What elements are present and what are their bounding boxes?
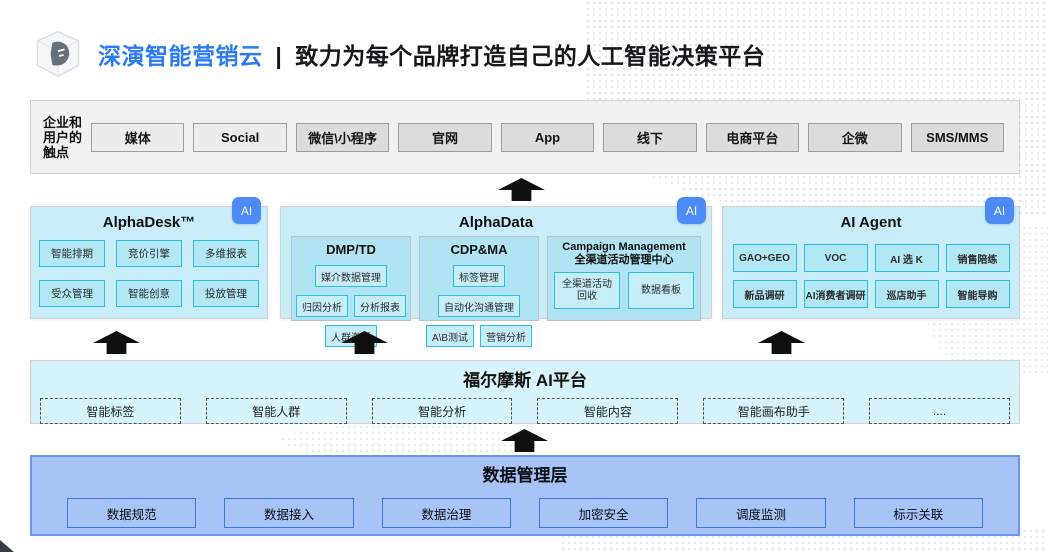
campaign-title-cn: 全渠道活动管理中心 [574,254,674,266]
panel-alphadata: AI AlphaData DMP/TD 媒介数据管理 归因分析 分析报表 人群激… [280,197,712,347]
up-arrow [498,178,545,201]
up-arrow [758,331,805,354]
dmp-td-grid: 媒介数据管理 归因分析 分析报表 人群激活 [292,265,410,347]
data-item-standards: 数据规范 [67,498,197,528]
dmp-item: 归因分析 [296,295,348,317]
corner-decoration [0,540,14,552]
alphadesk-item: 投放管理 [193,280,259,307]
cdp-item: 营销分析 [480,325,533,347]
subpanel-dmp-td: DMP/TD 媒介数据管理 归因分析 分析报表 人群激活 [291,236,411,347]
holmes-item-more: .... [869,398,1010,424]
alphadesk-item: 智能创意 [116,280,182,307]
ai-agent-grid: GAO+GEO VOC AI 选 K 销售陪练 新品调研 AI消费者调研 巡店助… [723,244,1019,308]
alphadesk-item: 受众管理 [39,280,105,307]
alphadata-subpanels: DMP/TD 媒介数据管理 归因分析 分析报表 人群激活 CDP&MA 标签管理… [281,236,711,347]
alphadata-title: AlphaData [458,214,534,231]
data-item-id-mapping: 标示关联 [853,498,983,528]
agent-item: AI 选 K [874,244,939,272]
campaign-item: 全渠道活动回收 [554,272,620,309]
data-management-layer: 数据管理层 数据规范 数据接入 数据治理 加密安全 调度监测 标示关联 [30,455,1020,536]
campaign-grid: 全渠道活动回收 数据看板 [548,272,700,309]
brand-logo-icon [36,30,80,78]
ai-badge: AI [232,197,261,224]
cdp-item: 标签管理 [453,265,505,287]
touchpoint-social: Social [193,122,287,152]
agent-item: 新品调研 [732,280,797,308]
agent-item: VOC [803,244,868,272]
holmes-capabilities-row: 智能标签 智能人群 智能分析 智能内容 智能画布助手 .... [31,398,1019,424]
touchpoints-label: 企业和用户的触点 [43,114,83,160]
touchpoint-wecom: 企微 [808,122,902,152]
data-item-governance: 数据治理 [381,498,511,528]
agent-item: 巡店助手 [874,280,939,308]
touchpoint-offline: 线下 [603,122,697,152]
touchpoint-ecommerce: 电商平台 [705,122,800,152]
holmes-item-smart-content: 智能内容 [537,398,679,424]
dmp-item: 分析报表 [354,295,406,317]
holmes-item-smart-tags: 智能标签 [40,398,181,424]
header: 深演智能营销云 | 致力为每个品牌打造自己的人工智能决策平台 [30,26,765,82]
alphadesk-grid: 智能排期 竞价引擎 多维报表 受众管理 智能创意 投放管理 [31,240,267,307]
touchpoints-row: 媒体 Social 微信\小程序 官网 App 线下 电商平台 企微 SMS/M… [85,122,1019,152]
cdp-ma-title: CDP&MA [450,242,508,257]
dmp-item: 媒介数据管理 [315,265,387,287]
holmes-item-smart-audience: 智能人群 [205,398,347,424]
alphadesk-item: 智能排期 [39,240,105,267]
brand-name: 深演智能营销云 [98,43,263,69]
touchpoint-wechat-miniprogram: 微信\小程序 [295,122,390,152]
holmes-ai-platform: 福尔摩斯 AI平台 智能标签 智能人群 智能分析 智能内容 智能画布助手 ...… [30,360,1020,424]
alphadesk-title: AlphaDesk™ [102,214,196,231]
ai-badge: AI [985,197,1014,224]
title-divider: | [275,43,283,69]
page-title: 深演智能营销云 | 致力为每个品牌打造自己的人工智能决策平台 [98,37,765,71]
holmes-title: 福尔摩斯 AI平台 [463,371,587,390]
ai-badge: AI [677,197,706,224]
campaign-title-en: Campaign Management [562,241,686,253]
data-layer-title: 数据管理层 [482,466,568,485]
panel-alphadesk: AI AlphaDesk™ 智能排期 竞价引擎 多维报表 受众管理 智能创意 投… [30,197,268,319]
campaign-item: 数据看板 [628,272,694,309]
agent-item: 智能导购 [945,280,1010,308]
cdp-ma-grid: 标签管理 自动化沟通管理 A\B测试 营销分析 [420,265,538,347]
touchpoints-bar: 企业和用户的触点 媒体 Social 微信\小程序 官网 App 线下 电商平台… [30,100,1020,174]
alphadesk-item: 多维报表 [193,240,259,267]
agent-item: GAO+GEO [732,244,797,272]
holmes-item-smart-analysis: 智能分析 [371,398,513,424]
subpanel-campaign-management: Campaign Management 全渠道活动管理中心 全渠道活动回收 数据… [547,236,701,321]
holmes-item-canvas-assistant: 智能画布助手 [703,398,845,424]
data-item-ingestion: 数据接入 [224,498,354,528]
touchpoint-official-site: 官网 [398,122,492,152]
dmp-td-title: DMP/TD [326,242,376,257]
data-item-encryption-security: 加密安全 [538,498,669,528]
panel-ai-agent: AI AI Agent GAO+GEO VOC AI 选 K 销售陪练 新品调研… [722,197,1020,319]
agent-item: 销售陪练 [945,244,1010,272]
ai-agent-title: AI Agent [840,214,902,231]
agent-item: AI消费者调研 [803,280,868,308]
cdp-item: 自动化沟通管理 [438,295,520,317]
touchpoint-app: App [500,122,595,152]
touchpoint-media: 媒体 [91,122,185,152]
subpanel-cdp-ma: CDP&MA 标签管理 自动化沟通管理 A\B测试 营销分析 [419,236,539,347]
tagline: 致力为每个品牌打造自己的人工智能决策平台 [295,43,766,69]
cdp-item: A\B测试 [425,325,475,347]
data-item-scheduling-monitoring: 调度监测 [696,498,826,528]
up-arrow [93,331,140,354]
dotted-map-texture [280,424,535,458]
data-layer-row: 数据规范 数据接入 数据治理 加密安全 调度监测 标示关联 [32,498,1018,528]
touchpoint-sms-mms: SMS/MMS [910,122,1004,152]
alphadesk-item: 竞价引擎 [116,240,182,267]
